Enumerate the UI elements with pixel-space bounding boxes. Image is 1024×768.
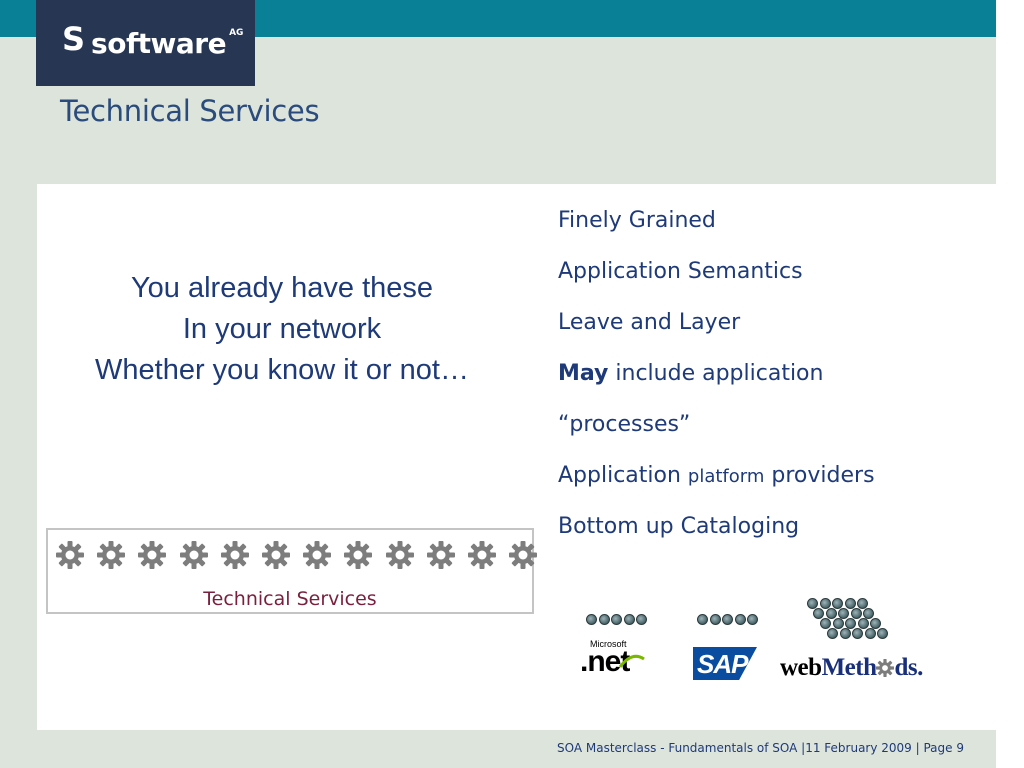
- bullet-emphasis: May: [558, 361, 609, 386]
- sphere-dot-icon: [864, 628, 876, 639]
- gear-icon: [344, 541, 373, 569]
- sphere-dot-icon: [825, 608, 837, 619]
- gear-row: [56, 541, 550, 569]
- sphere-dot-row: [820, 618, 883, 629]
- logo-suffix: AG: [229, 28, 244, 38]
- gear-icon: [97, 541, 126, 569]
- sap-logo: SAP: [693, 647, 757, 680]
- gear-icon: [179, 541, 208, 569]
- sphere-dot-icon: [636, 614, 647, 625]
- sphere-dot-icon: [857, 618, 869, 629]
- webmethods-ds: ds.: [894, 654, 923, 681]
- logo-wordmark: software: [91, 26, 227, 60]
- sphere-dot-row: [813, 608, 876, 619]
- statement-line: You already have these: [130, 272, 434, 304]
- dotnet-brand: Microsoft: [590, 639, 627, 649]
- bullet-item: May include application: [558, 351, 875, 402]
- sphere-dot-icon: [722, 614, 733, 625]
- gear-icon: [303, 541, 332, 569]
- content-area: You already have these In your network W…: [37, 184, 996, 730]
- sphere-dot-icon: [852, 628, 863, 639]
- slide-title: Technical Services: [60, 94, 320, 128]
- gear-icon: [876, 659, 895, 677]
- sphere-dot-icon: [611, 614, 622, 625]
- sphere-dot-icon: [623, 614, 635, 625]
- sphere-dot-icon: [877, 628, 888, 639]
- gear-icon: [138, 541, 167, 569]
- statement-text: You already have these In your network W…: [57, 268, 507, 391]
- dotnet-logo: Microsoft .net: [580, 639, 656, 679]
- bullet-small-text: platform: [687, 466, 765, 487]
- sphere-dot-icon: [863, 608, 874, 619]
- sphere-dot-icon: [697, 614, 708, 625]
- sphere-dot-icon: [838, 608, 849, 619]
- sphere-dot-icon: [813, 608, 824, 619]
- gear-icon: [509, 541, 538, 569]
- statement-line: In your network: [182, 313, 382, 345]
- service-dots-sap: [697, 614, 760, 625]
- webmethods-logo: webMeth ds.: [780, 654, 923, 682]
- bullet-item: “processes”: [558, 412, 691, 437]
- bullet-list: Finely Grained Application Semantics Lea…: [558, 198, 875, 555]
- sphere-dot-row: [827, 628, 890, 639]
- swoosh-icon: [618, 654, 645, 668]
- sphere-dot-icon: [586, 614, 597, 625]
- technical-services-box: Technical Services: [46, 528, 538, 614]
- sphere-dot-icon: [832, 598, 843, 609]
- sphere-dot-icon: [870, 618, 881, 629]
- technical-services-label: Technical Services: [203, 588, 377, 610]
- sphere-dot-icon: [598, 614, 610, 625]
- gear-icon: [261, 541, 290, 569]
- bullet-item: Finely Grained: [558, 208, 716, 233]
- bullet-item: Application Semantics: [558, 259, 803, 284]
- sap-name: SAP: [697, 649, 748, 679]
- gear-icon: [467, 541, 496, 569]
- sphere-dot-icon: [820, 618, 831, 629]
- bullet-text: include application: [608, 361, 824, 386]
- bullet-item: Leave and Layer: [558, 310, 741, 335]
- statement-line: Whether you know it or not…: [95, 354, 469, 386]
- right-strip: [996, 0, 1024, 768]
- bullet-text: providers: [764, 463, 875, 488]
- sphere-dot-icon: [827, 628, 838, 639]
- software-ag-logo: S software AG: [36, 0, 255, 86]
- gear-icon: [220, 541, 249, 569]
- sphere-dot-icon: [734, 614, 746, 625]
- webmethods-web: web: [780, 654, 822, 681]
- webmethods-meth: Meth: [821, 654, 877, 681]
- gear-icon: [56, 541, 84, 569]
- bullet-item: Application platform providers: [558, 453, 875, 504]
- gear-icon: [385, 541, 414, 569]
- sphere-dot-icon: [709, 614, 721, 625]
- sphere-dot-icon: [844, 598, 856, 609]
- gear-icon: [426, 541, 455, 569]
- sphere-dot-icon: [807, 598, 818, 609]
- sphere-dot-icon: [747, 614, 758, 625]
- footer-text: SOA Masterclass - Fundamentals of SOA |1…: [557, 741, 964, 755]
- sphere-dot-icon: [832, 618, 844, 629]
- sphere-dot-icon: [850, 608, 862, 619]
- sphere-dot-icon: [819, 598, 831, 609]
- service-dots-net: [586, 614, 649, 625]
- sphere-dot-row: [807, 598, 870, 609]
- sphere-dot-icon: [857, 598, 868, 609]
- sphere-dot-icon: [839, 628, 851, 639]
- sphere-dot-icon: [845, 618, 856, 629]
- bullet-item: Bottom up Cataloging: [558, 514, 800, 539]
- logo-symbol: S: [62, 20, 86, 58]
- bullet-text: Application: [558, 463, 688, 488]
- dotnet-name: .net: [580, 645, 630, 678]
